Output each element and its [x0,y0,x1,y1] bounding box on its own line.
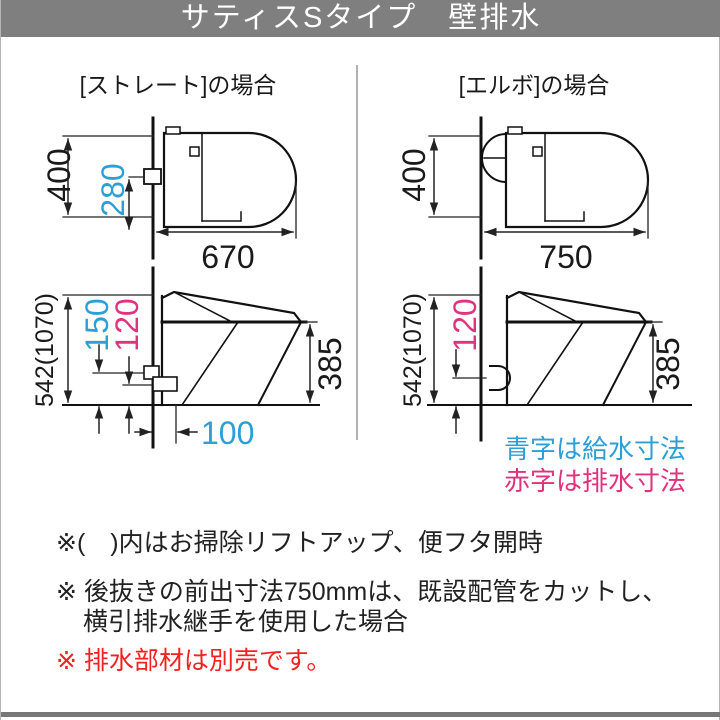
toilet-inner-slant [525,320,585,407]
supply-connector [143,168,162,185]
right-section-label: [エルボ]の場合 [459,72,610,98]
supply-stub [143,365,160,380]
dim-drain-height-right: 120 [447,298,483,351]
header-bar: サティスSタイプ 壁排水 [1,0,720,37]
dim-overall-height-left: 542(1070) [31,293,59,407]
toilet-lid-top [505,290,648,324]
toilet-inner-notch [544,211,585,222]
dim-depth-right: 750 [539,239,592,275]
legend-supply-note: 青字は給水寸法 [504,434,687,464]
toilet-button [189,146,200,157]
drain-pipe-stub [152,376,178,392]
elbow-fitting [496,364,511,392]
toilet-tab [507,126,523,135]
note-rear-pipe-line1: ※ 後抜きの前出寸法750mmは、既設配管をカットし、 [56,578,668,606]
toilet-front-slant [256,320,303,407]
left-top-view [62,116,298,260]
dim-supply-height: 150 [79,298,115,351]
dim-drain-offset: 100 [201,415,254,451]
dim-supply-offset: 280 [95,163,131,216]
dim-seat-height-left: 385 [312,337,348,390]
legend-drain-note: 赤字は排水寸法 [504,466,687,496]
note-drain-parts-sold-separately: ※ 排水部材は別売です。 [56,647,332,675]
toilet-lid-edge [174,291,234,324]
page-title: サティスSタイプ 壁排水 [180,2,542,34]
bottom-bar [1,712,720,717]
dim-overall-width-right: 400 [396,148,432,201]
left-side-view [62,266,320,449]
left-section-label: [ストレート]の場合 [80,72,277,98]
note-rear-pipe-line2: 横引排水継手を使用した場合 [83,608,409,636]
note-lift-up: ※( )内はお掃除リフトアップ、便フタ開時 [56,529,543,557]
toilet-inner-notch [201,211,242,222]
right-side-view [427,266,692,442]
toilet-button [532,146,543,157]
dim-overall-width-left: 400 [41,148,77,201]
toilet-lid-top [160,290,303,324]
dimension-diagram-svg: [ストレート]の場合 [エルボ]の場合 400 280 670 [31,65,692,451]
dim-overall-height-right: 542(1070) [399,293,427,407]
right-top-view [428,116,650,260]
toilet-top-outline [162,131,298,229]
dim-depth-left: 670 [201,239,254,275]
toilet-top-outline [504,131,650,229]
dim-seat-height-right: 385 [650,337,686,390]
toilet-inner-slant [180,320,240,407]
toilet-tab [165,126,181,135]
toilet-lid-edge [519,291,579,324]
dim-drain-height-left: 120 [109,298,145,351]
toilet-front-slant [601,320,648,407]
elbow-bulge [481,132,508,184]
